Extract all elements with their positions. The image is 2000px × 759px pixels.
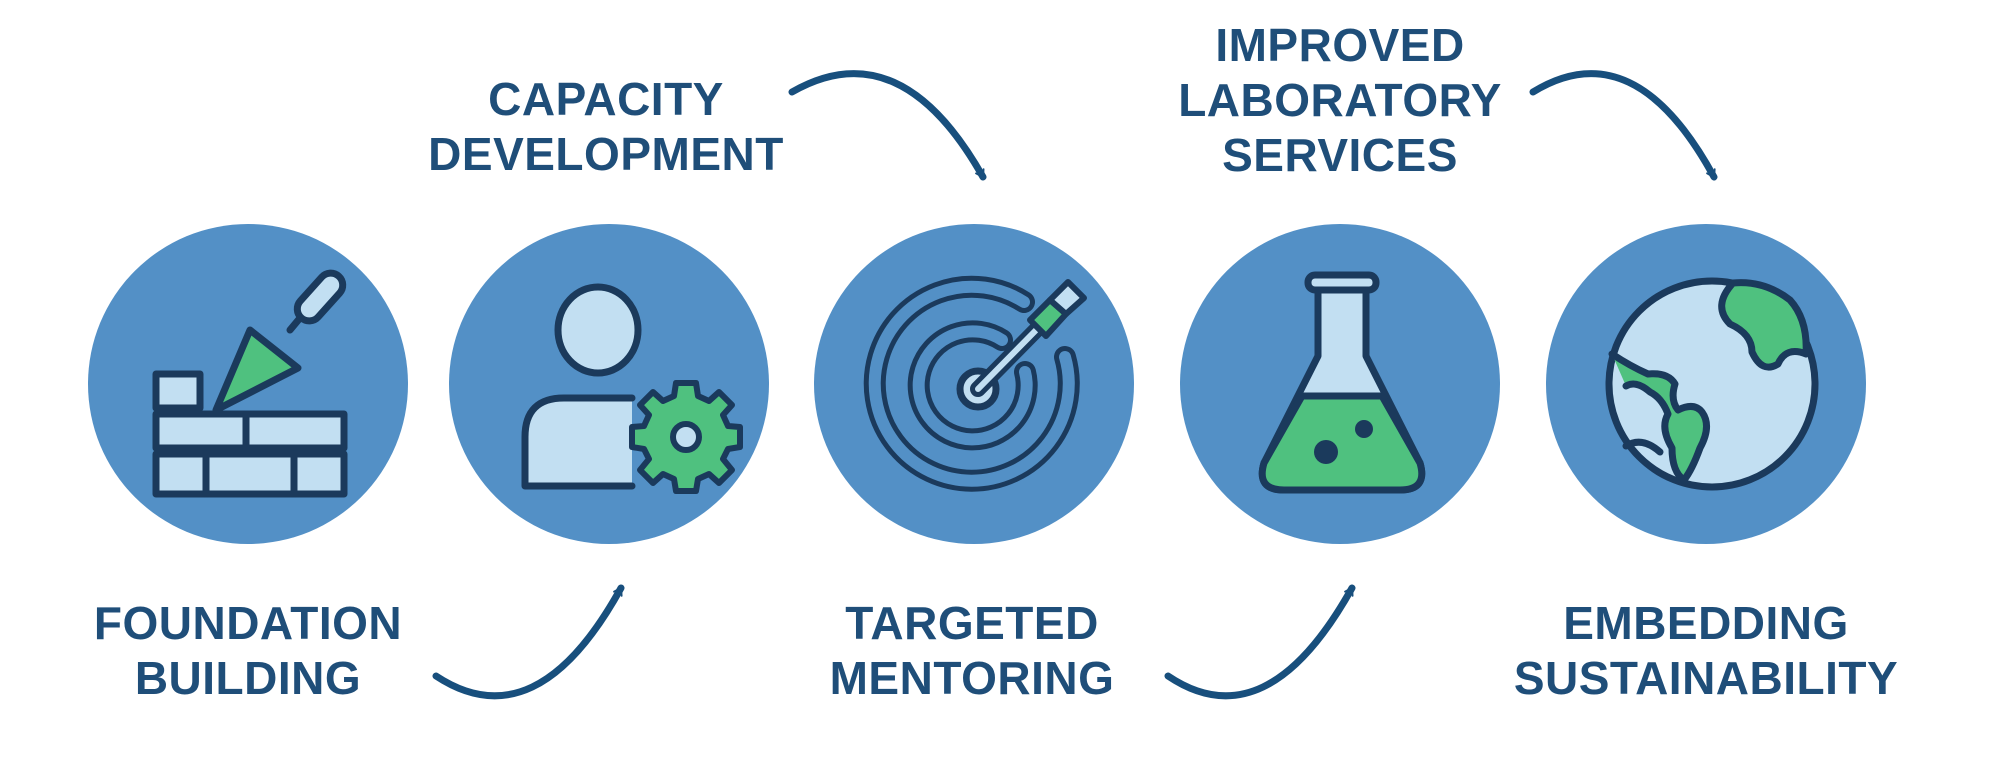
label-line: CAPACITY — [488, 73, 724, 125]
globe-icon — [1605, 277, 1819, 491]
step-label-foundation: FOUNDATION BUILDING — [48, 596, 448, 706]
capacity-circle — [449, 224, 769, 544]
label-line: IMPROVED — [1215, 19, 1465, 71]
curved-arrow-down-icon — [1529, 70, 1718, 181]
label-line: LABORATORY — [1178, 74, 1502, 126]
step-label-lab: IMPROVED LABORATORY SERVICES — [1140, 18, 1540, 183]
brick-wall-trowel-icon — [152, 269, 348, 498]
label-line: MENTORING — [829, 652, 1115, 704]
curved-arrow-down-icon — [788, 70, 987, 181]
label-line: DEVELOPMENT — [428, 128, 784, 180]
step-label-mentoring: TARGETED MENTORING — [772, 596, 1172, 706]
step-label-sustainability: EMBEDDING SUSTAINABILITY — [1506, 596, 1906, 706]
label-line: TARGETED — [845, 597, 1099, 649]
label-line: BUILDING — [134, 652, 362, 704]
target-arrow-icon — [863, 275, 1087, 492]
curved-arrow-up-icon — [432, 584, 625, 700]
curved-arrow-up-icon — [1164, 584, 1356, 700]
flask-icon — [1258, 271, 1426, 494]
label-line: SERVICES — [1222, 129, 1458, 181]
step-label-capacity: CAPACITY DEVELOPMENT — [406, 72, 806, 182]
connectors — [432, 70, 1718, 700]
label-line: SUSTAINABILITY — [1513, 652, 1899, 704]
person-gear-icon — [521, 283, 743, 494]
label-line: FOUNDATION — [93, 597, 403, 649]
label-line: EMBEDDING — [1563, 597, 1849, 649]
